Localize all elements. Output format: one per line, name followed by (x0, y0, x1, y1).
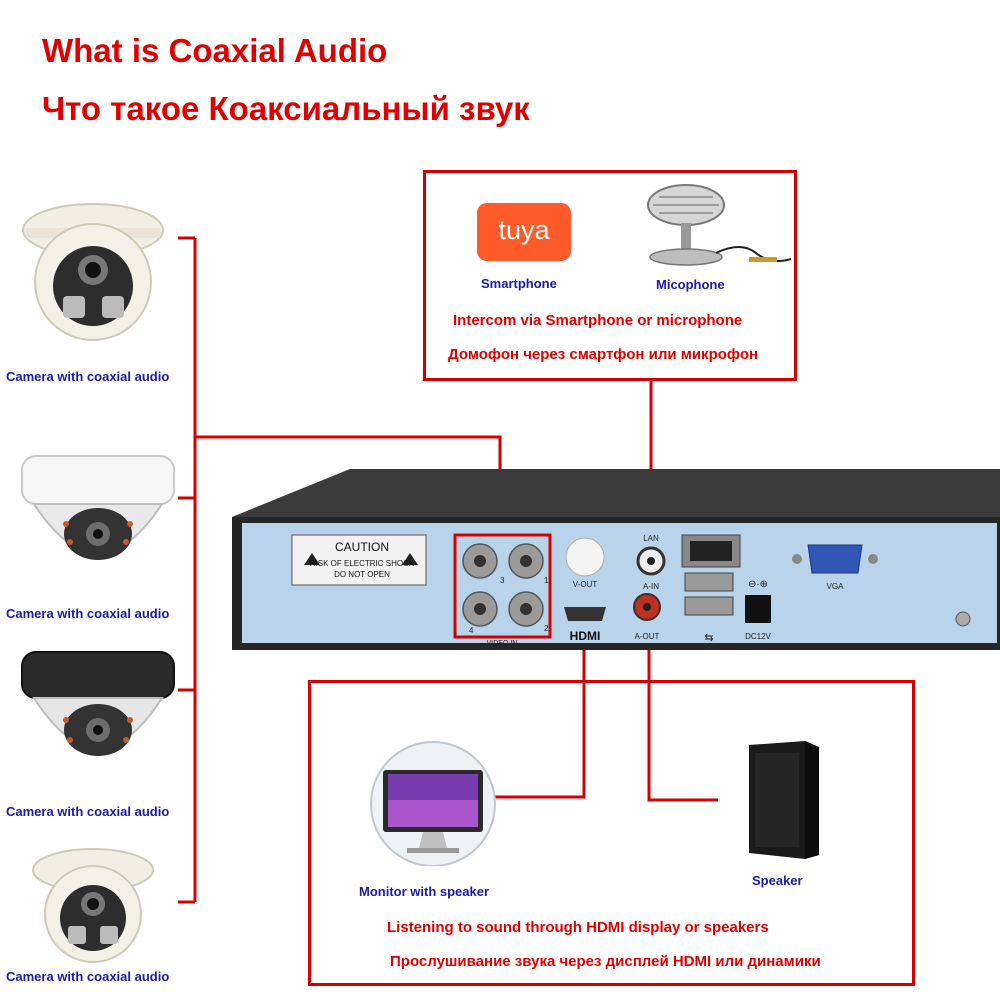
warning-line2: DO NOT OPEN (334, 570, 390, 579)
intercom-box: tuya Smartphone Micophone Intercom via S… (423, 170, 797, 381)
monitor-label: Monitor with speaker (359, 884, 490, 899)
video-in-highlight (453, 533, 552, 639)
output-caption-ru: Прослушивание звука через дисплей HDMI и… (390, 953, 821, 970)
title-russian: Что такое Коаксиальный звук (42, 90, 530, 127)
microphone-icon (647, 184, 792, 266)
bnc-number-4: 4 (469, 626, 474, 635)
vga-label: VGA (827, 582, 845, 591)
warning-line1: RISK OF ELECTRIC SHOCK (310, 559, 415, 568)
caution-text: CAUTION (335, 540, 389, 554)
tuya-app-icon: tuya (477, 203, 571, 261)
v-out-label: V-OUT (573, 580, 598, 589)
hdmi-to-monitor-line (492, 640, 586, 799)
camera-2-dome-icon (21, 455, 175, 560)
intercom-caption-ru: Домофон через смартфон или микрофон (448, 346, 759, 363)
a-in-label: A-IN (643, 582, 659, 591)
camera-3-dome-icon (21, 651, 175, 756)
speaker-icon (749, 741, 819, 859)
video-in-label: VIDEO IN (487, 640, 518, 647)
bnc-number-3: 3 (500, 576, 505, 585)
output-caption-en: Listening to sound through HDMI display … (387, 919, 769, 936)
monitor-icon (370, 741, 496, 866)
camera-1-label: Camera with coaxial audio (6, 369, 170, 384)
title-english: What is Coaxial Audio (42, 32, 388, 69)
speaker-label: Speaker (752, 873, 803, 888)
microphone-label: Micophone (656, 277, 725, 292)
a-out-label: A-OUT (635, 632, 660, 641)
hdmi-port (564, 607, 606, 621)
camera-2-label: Camera with coaxial audio (6, 606, 170, 621)
dvr-rear-panel: CAUTION RISK OF ELECTRIC SHOCK DO NOT OP… (232, 469, 1000, 650)
hdmi-label: HDMI (570, 629, 601, 643)
lan-label: LAN (643, 534, 659, 543)
bnc-number-2: 2 (544, 624, 549, 633)
output-box: Monitor with speaker Speaker Listening t… (308, 680, 915, 986)
usb-label: ⇆ (704, 632, 713, 644)
intercom-caption-en: Intercom via Smartphone or microphone (453, 312, 743, 329)
tuya-logo-text: tuya (498, 215, 550, 245)
bnc-number-1: 1 (544, 576, 549, 585)
camera-4-label: Camera with coaxial audio (6, 969, 170, 984)
dc-label: DC12V (745, 632, 771, 641)
camera-1-turret-icon (22, 203, 164, 341)
svg-text:⊖·⊕: ⊖·⊕ (748, 579, 768, 590)
camera-3-label: Camera with coaxial audio (6, 804, 170, 819)
camera-4-turret-icon (32, 848, 154, 963)
smartphone-label: Smartphone (481, 276, 557, 291)
